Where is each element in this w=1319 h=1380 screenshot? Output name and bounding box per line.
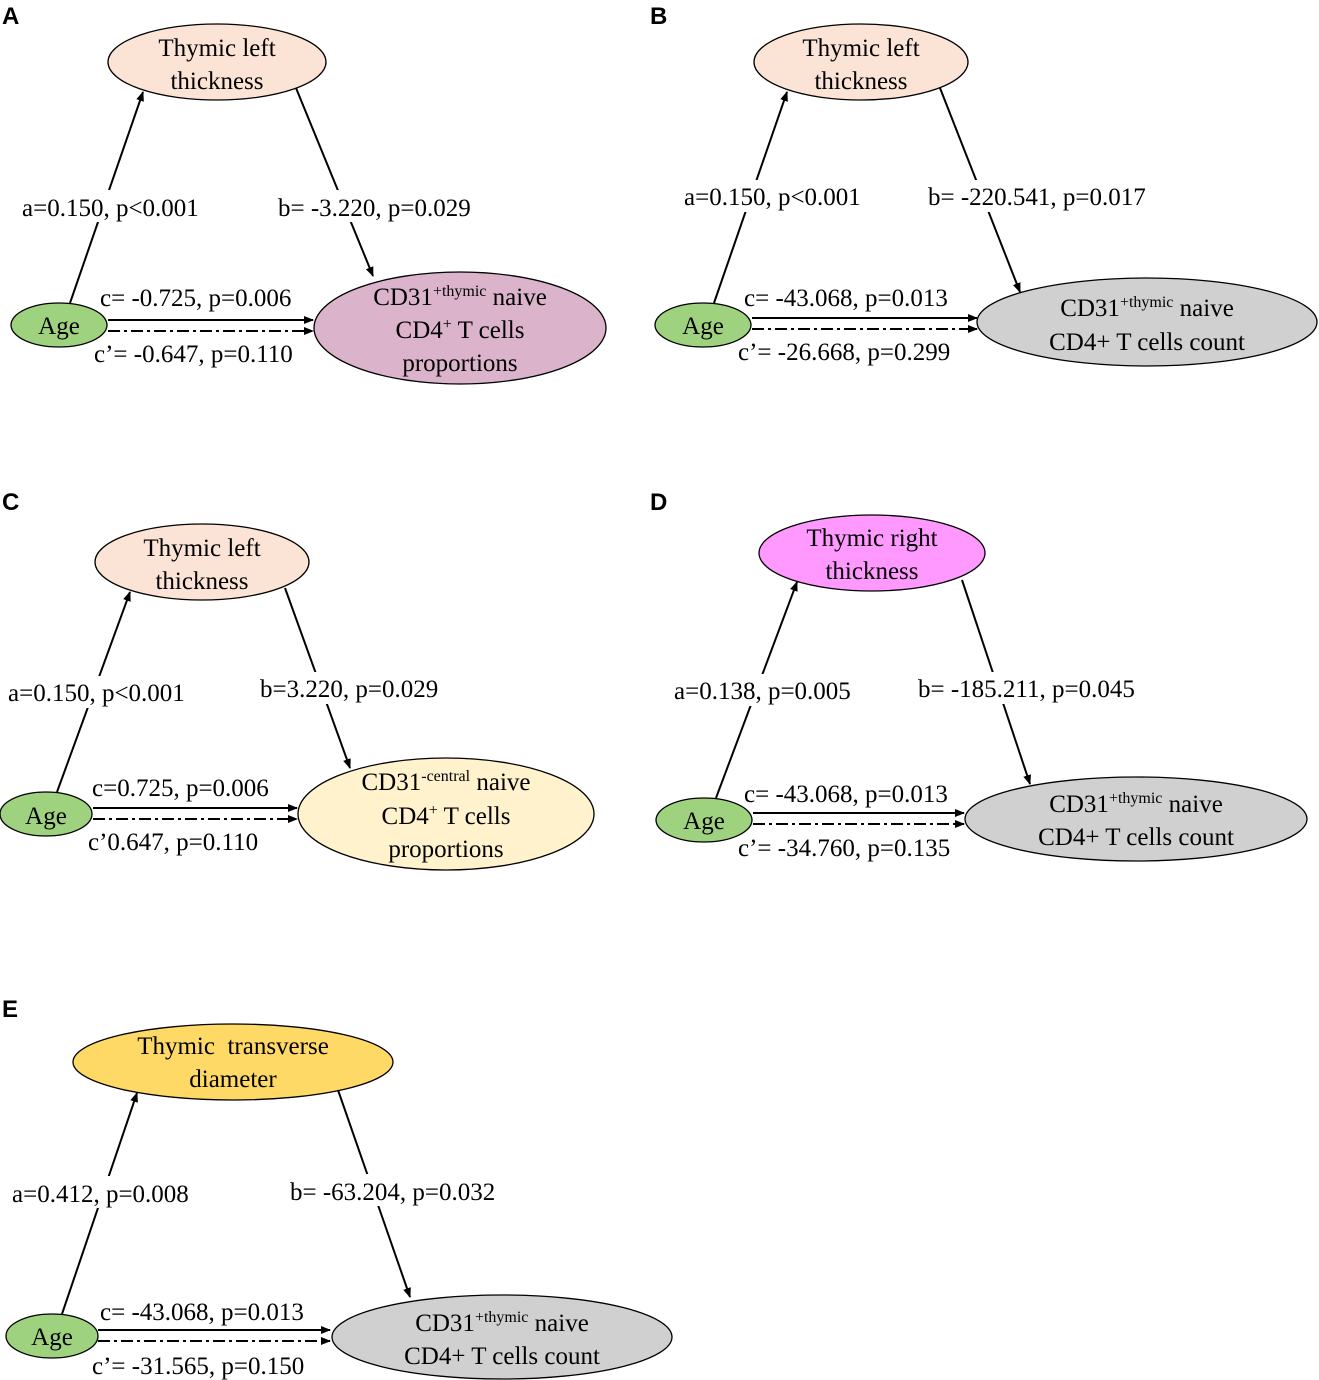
outcome-line1: CD31-central naive xyxy=(362,768,531,796)
coef-c: c= -43.068, p=0.013 xyxy=(100,1299,304,1326)
outcome-prefix: CD31 xyxy=(362,769,422,796)
outcome-suffix: naive xyxy=(1162,791,1222,818)
panel-label: A xyxy=(2,3,19,30)
coef-b: b=3.220, p=0.029 xyxy=(260,676,438,703)
outcome-node xyxy=(964,776,1308,862)
panel-b: B Thymic left thickness Age CD31+thymic … xyxy=(650,3,1318,367)
outcome-suffix: naive xyxy=(470,769,530,796)
outcome-suffix: naive xyxy=(528,1310,588,1337)
outcome-line1: CD31+thymic naive xyxy=(415,1309,589,1337)
coef-a: a=0.150, p<0.001 xyxy=(684,184,861,211)
outcome-node xyxy=(976,277,1318,367)
outcome-sup: +thymic xyxy=(1120,294,1173,311)
coef-c-prime: c’= -26.668, p=0.299 xyxy=(738,339,950,366)
mediator-line2: diameter xyxy=(189,1066,277,1093)
panel-label: E xyxy=(2,996,18,1023)
mediator-line1: Thymic right xyxy=(806,525,937,552)
outcome-line2: CD4+ T cells count xyxy=(404,1343,600,1370)
outcome-line2-sup: + xyxy=(429,802,438,819)
panel-e: E Thymic transverse diameter Age CD31+th… xyxy=(2,996,673,1380)
outcome-sup: +thymic xyxy=(433,283,486,300)
mediator-node xyxy=(758,514,986,592)
outcome-suffix: naive xyxy=(486,284,546,311)
mediator-line2: thickness xyxy=(170,68,263,95)
outcome-line2: CD4+ T cells count xyxy=(1038,824,1234,851)
outcome-sup: +thymic xyxy=(1109,790,1162,807)
panel-a: A Thymic left thickness Age CD31+thymic … xyxy=(2,3,607,385)
panel-label: B xyxy=(650,3,667,30)
outcome-prefix: CD31 xyxy=(1060,295,1120,322)
outcome-prefix: CD31 xyxy=(1049,791,1109,818)
coef-c: c=0.725, p=0.006 xyxy=(92,775,269,802)
outcome-prefix: CD31 xyxy=(415,1310,475,1337)
outcome-line1: CD31+thymic naive xyxy=(1060,294,1234,322)
outcome-node xyxy=(331,1294,673,1380)
mediator-line1: Thymic left xyxy=(802,35,919,62)
coef-c-prime: c’= -0.647, p=0.110 xyxy=(94,341,293,368)
mediator-line2: thickness xyxy=(155,568,248,595)
mediator-line1: Thymic left xyxy=(143,535,260,562)
outcome-line2: CD4+ T cells xyxy=(396,316,525,344)
exposure-node xyxy=(5,1313,99,1359)
coef-a: a=0.150, p<0.001 xyxy=(8,680,185,707)
panel-c: C Thymic left thickness Age CD31-central… xyxy=(0,489,595,871)
coef-a: a=0.150, p<0.001 xyxy=(22,195,199,222)
outcome-line1: CD31+thymic naive xyxy=(1049,790,1223,818)
coef-c-prime: c’= -34.760, p=0.135 xyxy=(738,835,950,862)
exposure-node xyxy=(655,797,753,843)
outcome-line2: CD4+ T cells xyxy=(382,802,511,830)
coef-a: a=0.412, p=0.008 xyxy=(12,1181,189,1208)
exposure-label: Age xyxy=(38,313,80,340)
panel-label: D xyxy=(650,489,667,516)
outcome-suffix: naive xyxy=(1173,295,1233,322)
outcome-node xyxy=(297,757,595,871)
outcome-line3: proportions xyxy=(388,836,503,863)
mediator-node xyxy=(72,1023,394,1101)
outcome-line2-rest: T cells xyxy=(438,803,511,830)
coef-b: b= -185.211, p=0.045 xyxy=(918,676,1135,703)
mediator-line2: thickness xyxy=(814,68,907,95)
mediator-node xyxy=(753,23,969,101)
outcome-line2-text: CD4 xyxy=(382,803,430,830)
outcome-line3: proportions xyxy=(402,350,517,377)
panel-d: D Thymic right thickness Age CD31+thymic… xyxy=(650,489,1308,862)
coef-b: b= -3.220, p=0.029 xyxy=(278,195,471,222)
exposure-label: Age xyxy=(682,313,724,340)
coef-c: c= -43.068, p=0.013 xyxy=(744,285,948,312)
panel-label: C xyxy=(2,489,19,516)
mediator-node xyxy=(107,23,327,101)
mediator-node xyxy=(94,523,310,601)
exposure-node xyxy=(0,791,93,837)
coef-a: a=0.138, p=0.005 xyxy=(674,678,851,705)
outcome-line2: CD4+ T cells count xyxy=(1049,329,1245,356)
coef-b: b= -63.204, p=0.032 xyxy=(290,1179,495,1206)
mediator-line1: Thymic left xyxy=(158,35,275,62)
exposure-label: Age xyxy=(31,1324,73,1351)
coef-c: c= -0.725, p=0.006 xyxy=(100,285,291,312)
coef-c-prime: c’0.647, p=0.110 xyxy=(88,829,258,856)
outcome-sup: +thymic xyxy=(475,1309,528,1326)
mediator-line2: thickness xyxy=(825,558,918,585)
outcome-prefix: CD31 xyxy=(373,284,433,311)
path-b-arrow xyxy=(295,87,374,277)
outcome-line2-text: CD4 xyxy=(396,317,444,344)
outcome-line2-rest: T cells xyxy=(452,317,525,344)
exposure-label: Age xyxy=(25,803,67,830)
coef-c: c= -43.068, p=0.013 xyxy=(744,781,948,808)
coef-c-prime: c’= -31.565, p=0.150 xyxy=(92,1353,304,1380)
exposure-node xyxy=(654,302,752,348)
outcome-line2-sup: + xyxy=(443,316,452,333)
coef-b: b= -220.541, p=0.017 xyxy=(928,184,1146,211)
outcome-node xyxy=(313,271,607,385)
mediator-line1: Thymic transverse xyxy=(137,1033,329,1060)
outcome-line1: CD31+thymic naive xyxy=(373,283,547,311)
exposure-label: Age xyxy=(683,808,725,835)
exposure-node xyxy=(10,302,108,348)
outcome-sup: -central xyxy=(421,768,470,785)
